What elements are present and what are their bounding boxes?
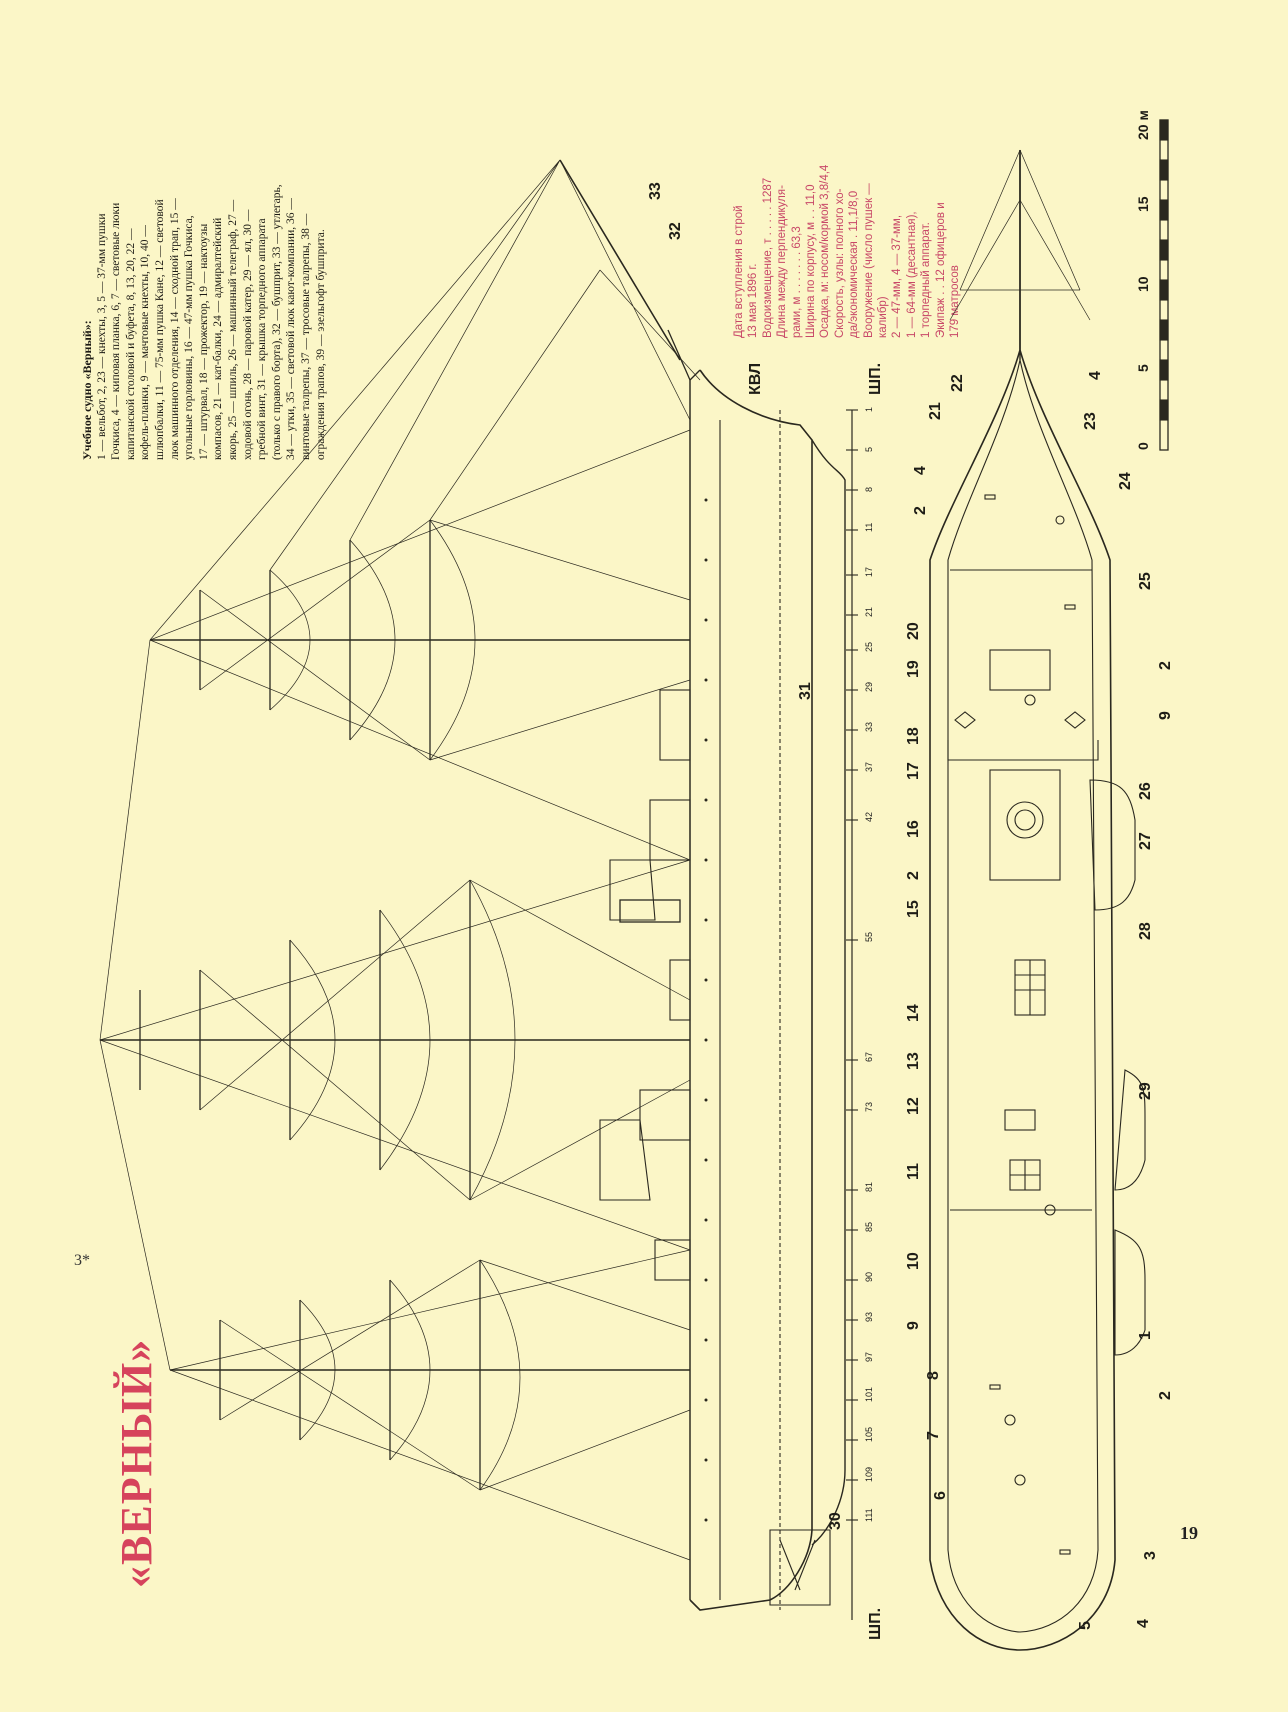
frame-axis-label-stern: ШП. bbox=[867, 1608, 884, 1640]
frame-number: 1 bbox=[864, 407, 874, 412]
masts bbox=[100, 159, 690, 1371]
frame-number: 17 bbox=[864, 567, 874, 577]
callout: 4 bbox=[1087, 371, 1104, 380]
callout: 28 bbox=[1137, 922, 1154, 940]
frame-number: 21 bbox=[864, 607, 874, 617]
callout: 11 bbox=[905, 1163, 922, 1180]
frame-number: 25 bbox=[864, 642, 874, 652]
frame-number: 11 bbox=[864, 523, 874, 532]
frame-number: 33 bbox=[864, 722, 874, 732]
callout: 8 bbox=[925, 1371, 942, 1380]
callout: 2 bbox=[912, 506, 929, 515]
scale-label: 20 м bbox=[1135, 110, 1151, 140]
frame-number: 81 bbox=[864, 1182, 874, 1192]
page-number: 19 bbox=[1180, 1523, 1198, 1543]
callout: 5 bbox=[1077, 1621, 1094, 1630]
callout: 9 bbox=[905, 1321, 922, 1330]
scale-label: 15 bbox=[1135, 196, 1151, 212]
corner-mark: 3* bbox=[74, 1252, 90, 1269]
callout: 15 bbox=[905, 900, 922, 918]
frame-number: 97 bbox=[864, 1352, 874, 1362]
frame-number: 37 bbox=[864, 762, 874, 772]
frame-number: 73 bbox=[864, 1102, 874, 1112]
scale-label: 5 bbox=[1135, 364, 1151, 372]
callout: 10 bbox=[905, 1252, 922, 1270]
frame-number: 101 bbox=[864, 1387, 874, 1402]
callout: 2 bbox=[1157, 661, 1174, 670]
frame-number: 5 bbox=[864, 447, 874, 452]
callout: 7 bbox=[925, 1431, 942, 1440]
frame-number: 111 bbox=[864, 1508, 874, 1522]
frame-number: 29 bbox=[864, 682, 874, 692]
side-view-callouts: 33 32 31 30 bbox=[647, 182, 844, 1530]
callout: 12 bbox=[905, 1097, 922, 1115]
callout: 18 bbox=[905, 727, 922, 745]
frame-number: 67 bbox=[864, 1052, 874, 1062]
callout: 3 bbox=[1142, 1551, 1159, 1560]
callout: 22 bbox=[949, 374, 966, 392]
plan-view-callouts: 22 4 23 24 21 4 2 25 2 20 19 9 18 17 26 … bbox=[905, 371, 1174, 1630]
callout: 30 bbox=[827, 1512, 844, 1530]
callout: 31 bbox=[797, 682, 814, 700]
frame-number: 109 bbox=[864, 1467, 874, 1482]
frame-number: 55 bbox=[864, 932, 874, 942]
callout: 29 bbox=[1137, 1082, 1154, 1100]
frame-axis bbox=[846, 409, 858, 1620]
side-view-hull bbox=[599, 329, 846, 1611]
metric-scale-bar bbox=[1159, 119, 1169, 451]
callout: 4 bbox=[912, 466, 929, 475]
callout: 19 bbox=[905, 660, 922, 678]
callout: 32 bbox=[667, 222, 684, 240]
callout: 6 bbox=[932, 1491, 949, 1500]
callout: 13 bbox=[905, 1052, 922, 1070]
frame-number: 105 bbox=[864, 1427, 874, 1442]
scale-label: 0 bbox=[1135, 442, 1151, 450]
frame-numbers: 1 5 8 11 17 21 25 29 33 37 42 55 67 73 8… bbox=[864, 407, 874, 1522]
yards bbox=[139, 520, 481, 1490]
callout: 4 bbox=[1135, 1619, 1152, 1628]
frame-number: 90 bbox=[864, 1272, 874, 1282]
scale-label: 10 bbox=[1135, 276, 1151, 292]
frame-axis-label: ШП. bbox=[867, 363, 884, 395]
callout: 1 bbox=[1137, 1331, 1154, 1340]
callout: 2 bbox=[1157, 1391, 1174, 1400]
callout: 16 bbox=[905, 820, 922, 838]
waterline-label: КВЛ bbox=[747, 363, 764, 395]
callout: 26 bbox=[1137, 782, 1154, 800]
callout: 2 bbox=[905, 871, 922, 880]
callout: 9 bbox=[1157, 711, 1174, 720]
callout: 14 bbox=[905, 1004, 922, 1022]
callout: 33 bbox=[647, 182, 664, 200]
callout: 23 bbox=[1082, 412, 1099, 430]
frame-number: 8 bbox=[864, 487, 874, 492]
callout: 20 bbox=[905, 622, 922, 640]
frame-number: 85 bbox=[864, 1222, 874, 1232]
deck-fittings bbox=[984, 494, 1076, 1555]
callout: 24 bbox=[1117, 472, 1134, 490]
scale-labels: 0 5 10 15 20 м bbox=[1135, 110, 1151, 450]
callout: 17 bbox=[905, 762, 922, 780]
frame-number: 42 bbox=[864, 812, 874, 822]
callout: 27 bbox=[1137, 832, 1154, 850]
rigging bbox=[99, 159, 701, 1561]
callout: 25 bbox=[1137, 572, 1154, 590]
portholes bbox=[704, 498, 708, 1522]
callout: 21 bbox=[927, 402, 944, 420]
frame-number: 93 bbox=[864, 1312, 874, 1322]
plan-view-hull bbox=[929, 149, 1146, 1651]
